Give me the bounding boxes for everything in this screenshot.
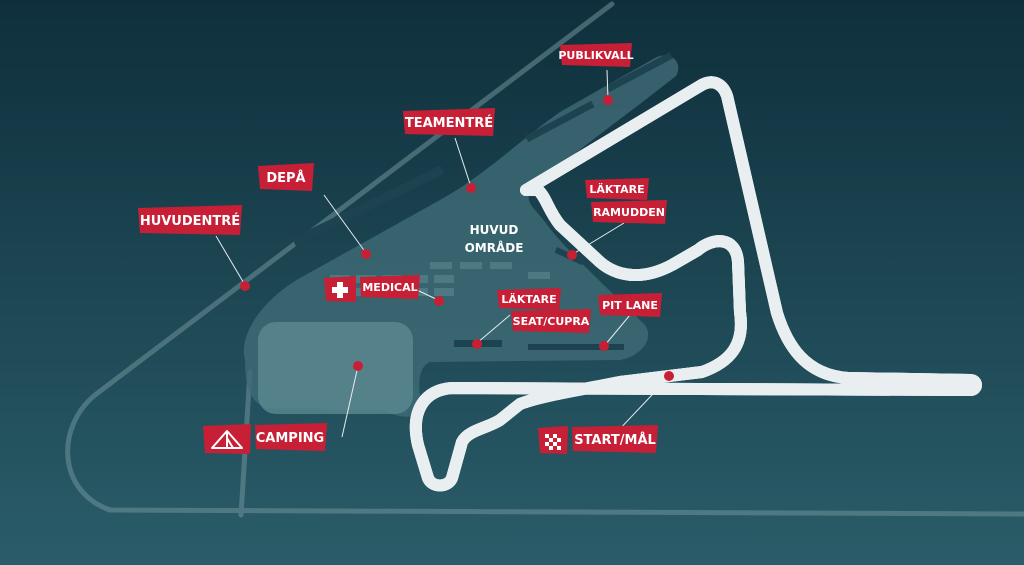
label-publikvall-text: PUBLIKVALL — [558, 49, 633, 62]
label-lak-ramudden-2[interactable]: RAMUDDEN — [591, 200, 667, 224]
label-lak-seat-1-text: LÄKTARE — [501, 292, 556, 306]
label-lak-ramudden-1-text: LÄKTARE — [589, 182, 644, 196]
label-pitlane[interactable]: PIT LANE — [598, 293, 662, 317]
medical-cross-icon — [332, 282, 348, 298]
label-camping[interactable]: CAMPING — [203, 423, 327, 454]
leader-lines — [215, 69, 670, 438]
dot-huvudentre[interactable] — [240, 281, 250, 291]
dot-pitlane[interactable] — [599, 341, 609, 351]
race-track — [416, 82, 976, 485]
checkered-flag-icon — [545, 434, 561, 450]
label-lak-ramudden-2-text: RAMUDDEN — [593, 206, 665, 219]
label-startmal[interactable]: START/MÅL — [538, 425, 658, 454]
label-pitlane-text: PIT LANE — [602, 299, 658, 312]
label-lak-seat-2[interactable]: SEAT/CUPRA — [511, 309, 591, 333]
dot-camping[interactable] — [353, 361, 363, 371]
main-area-label: HUVUD OMRÅDE — [465, 223, 524, 255]
label-lak-seat-2-text: SEAT/CUPRA — [513, 315, 590, 328]
label-teamentre[interactable]: TEAMENTRÉ — [403, 108, 495, 136]
label-startmal-text: START/MÅL — [574, 432, 656, 448]
label-lak-seat-1[interactable]: LÄKTARE — [497, 288, 561, 310]
marker-dots — [240, 95, 674, 381]
label-medical[interactable]: MEDICAL — [324, 275, 420, 302]
camping-field — [258, 322, 413, 414]
dot-medical[interactable] — [434, 296, 444, 306]
label-camping-text: CAMPING — [256, 431, 324, 446]
label-teamentre-text: TEAMENTRÉ — [405, 115, 493, 131]
dot-depa[interactable] — [361, 249, 371, 259]
label-depa[interactable]: DEPÅ — [258, 163, 314, 191]
dot-teamentre[interactable] — [466, 183, 476, 193]
label-huvudentre-text: HUVUDENTRÉ — [140, 213, 240, 229]
area-label-line-1: HUVUD — [470, 223, 519, 237]
label-publikvall[interactable]: PUBLIKVALL — [558, 43, 634, 67]
dot-lak-seat[interactable] — [472, 339, 482, 349]
dot-publikvall[interactable] — [603, 95, 613, 105]
label-depa-text: DEPÅ — [266, 170, 305, 186]
area-label-line-2: OMRÅDE — [465, 240, 524, 255]
label-huvudentre[interactable]: HUVUDENTRÉ — [138, 205, 242, 235]
dot-lak-ramudden[interactable] — [567, 250, 577, 260]
label-medical-text: MEDICAL — [362, 281, 417, 294]
label-lak-ramudden-1[interactable]: LÄKTARE — [585, 178, 649, 200]
tent-icon — [211, 430, 243, 449]
dot-startmal[interactable] — [664, 371, 674, 381]
